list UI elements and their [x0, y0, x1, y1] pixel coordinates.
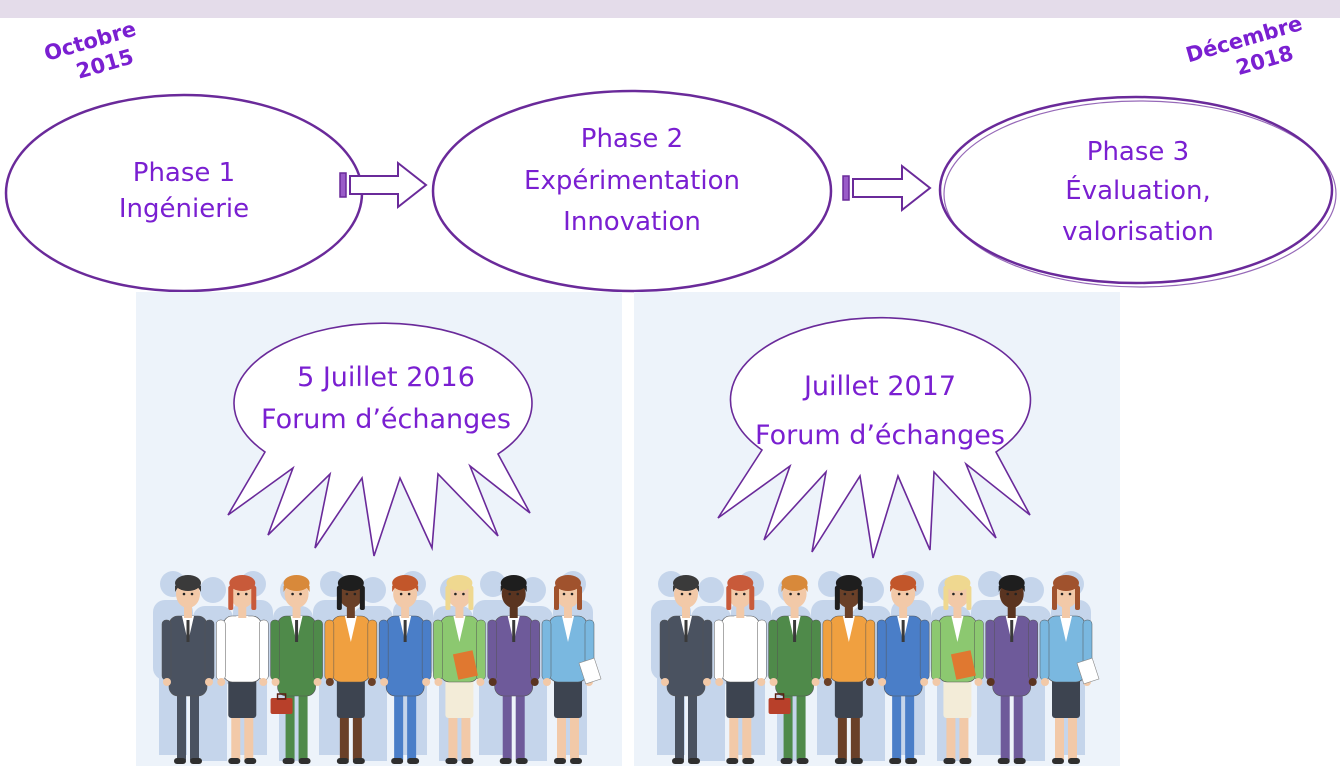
business-person — [324, 575, 378, 764]
speech-bubble — [717, 316, 1032, 559]
phase-2-title: Expérimentation — [524, 166, 740, 196]
business-person — [931, 575, 984, 764]
business-person — [378, 575, 432, 764]
forum-2017-title: Forum d’échanges — [755, 420, 1005, 451]
business-person — [161, 575, 215, 764]
business-person — [1039, 575, 1100, 764]
folder-icon — [950, 650, 976, 680]
forum-2017-date: Juillet 2017 — [802, 371, 956, 402]
phase-2-label: Phase 2 — [581, 124, 683, 154]
phase-2-node: Phase 2 Expérimentation Innovation — [431, 89, 833, 293]
business-person — [487, 575, 540, 764]
phase-3-node: Phase 3 Évaluation, valorisation — [938, 95, 1337, 288]
business-people-crowd-illustration — [153, 571, 602, 764]
folder-icon — [452, 650, 478, 680]
business-person — [216, 575, 269, 764]
phase-3-label: Phase 3 — [1087, 137, 1189, 167]
document-icon — [578, 657, 602, 685]
right-arrow-icon — [842, 163, 932, 213]
business-person — [541, 575, 602, 764]
phase-3-subtitle: valorisation — [1062, 217, 1214, 247]
top-banner — [0, 0, 1340, 18]
briefcase-icon — [768, 693, 791, 714]
end-date: Décembre 2018 — [1183, 11, 1305, 80]
business-people-crowd-illustration — [651, 571, 1100, 764]
phase-1-node: Phase 1 Ingénierie — [4, 93, 364, 293]
phase-3-ellipse — [938, 95, 1334, 285]
speech-bubble — [227, 322, 533, 557]
forum-2016-title: Forum d’échanges — [261, 404, 511, 435]
phase-1-title: Ingénierie — [119, 194, 249, 224]
start-date: Octobre 2015 — [41, 17, 138, 84]
briefcase-icon — [270, 693, 293, 714]
business-person — [270, 575, 323, 764]
right-arrow-icon — [339, 160, 428, 210]
business-person — [659, 575, 713, 764]
document-icon — [1076, 657, 1100, 685]
phase-1-ellipse — [4, 93, 364, 293]
phase-3-title: Évaluation, — [1065, 174, 1210, 206]
forum-2016-date: 5 Juillet 2016 — [297, 362, 475, 393]
business-person — [433, 575, 486, 764]
business-person — [985, 575, 1038, 764]
phase-2-subtitle: Innovation — [563, 207, 701, 237]
phase-1-label: Phase 1 — [133, 158, 235, 188]
business-person — [876, 575, 930, 764]
business-person — [714, 575, 767, 764]
forum-panel-2017: Juillet 2017 Forum d’échanges — [634, 292, 1120, 766]
business-person — [768, 575, 821, 764]
forum-panel-2016: 5 Juillet 2016 Forum d’échanges — [136, 292, 622, 766]
business-person — [822, 575, 876, 764]
phase-2-ellipse — [431, 89, 833, 293]
